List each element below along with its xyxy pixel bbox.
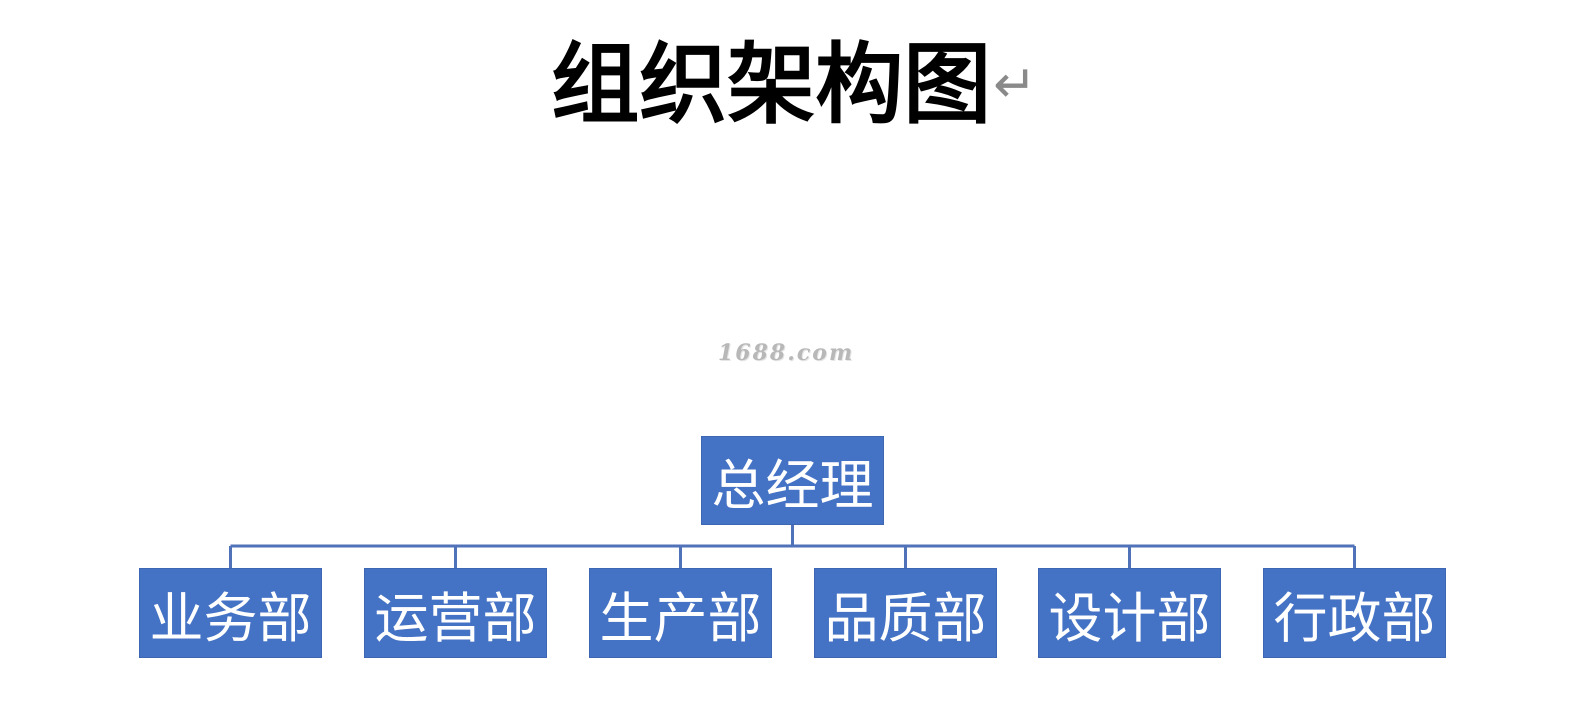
page-title: 组织架构图 [551, 33, 992, 136]
page-title-area: 组织架构图↵ [0, 30, 1588, 140]
org-node-department: 业务部 [139, 568, 322, 658]
org-node-department: 设计部 [1038, 568, 1221, 658]
org-node-department: 品质部 [814, 568, 997, 658]
org-node-general-manager: 总经理 [701, 436, 884, 525]
org-node-label: 行政部 [1273, 586, 1436, 650]
paragraph-return-mark-icon: ↵ [993, 55, 1037, 115]
watermark: 1688.com [718, 340, 855, 366]
org-node-department: 生产部 [589, 568, 772, 658]
org-node-label: 品质部 [824, 586, 987, 650]
org-node-label: 生产部 [599, 586, 762, 650]
org-node-label: 总经理 [711, 454, 874, 517]
org-node-department: 行政部 [1263, 568, 1446, 658]
org-node-label: 设计部 [1048, 586, 1211, 650]
org-node-department: 运营部 [364, 568, 547, 658]
org-node-label: 运营部 [374, 586, 537, 650]
org-node-label: 业务部 [149, 586, 312, 650]
